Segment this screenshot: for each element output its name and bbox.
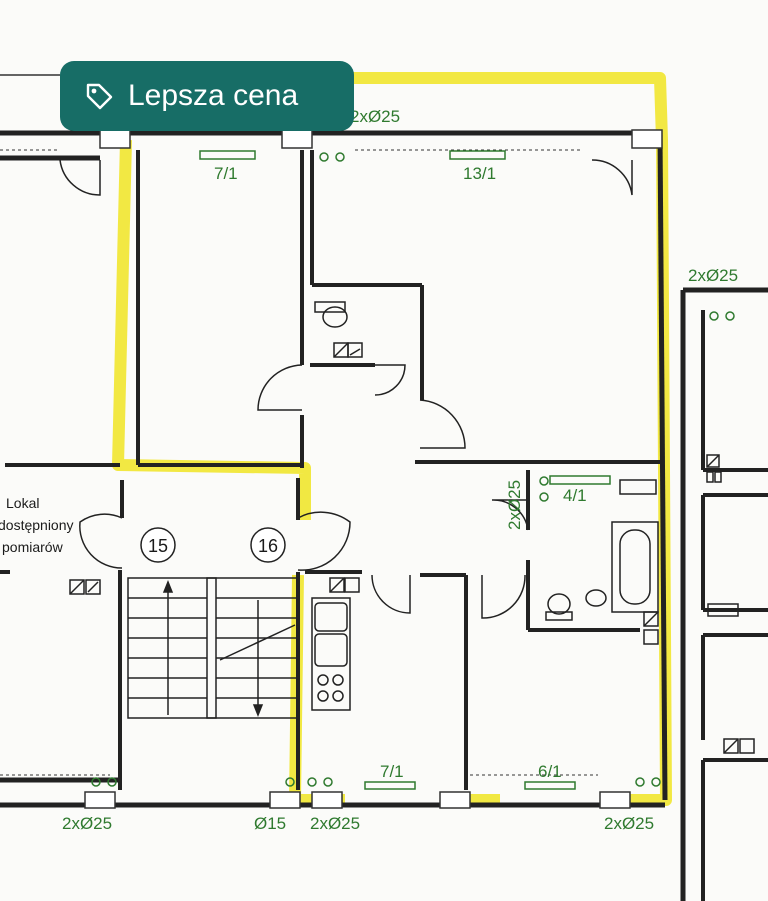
neighbour-rooms bbox=[701, 310, 768, 901]
label-top-center: 2xØ25 bbox=[350, 107, 400, 126]
bottom-windows bbox=[84, 781, 631, 809]
side-note-line3: pomiarów bbox=[2, 539, 64, 555]
label-bottom-center: 2xØ25 bbox=[310, 814, 360, 833]
label-bottom-kitchen-window: 7/1 bbox=[380, 762, 404, 781]
kitchen-fixtures bbox=[311, 577, 360, 711]
label-right-wall: 2xØ25 bbox=[688, 266, 738, 285]
stair-number-16: 16 bbox=[258, 536, 278, 556]
label-bathroom-window: 4/1 bbox=[563, 486, 587, 505]
label-bottom-left: 2xØ25 bbox=[62, 814, 112, 833]
label-top-right-window: 13/1 bbox=[463, 164, 496, 183]
stair-number-15: 15 bbox=[148, 536, 168, 556]
wc-fixture bbox=[314, 301, 363, 358]
side-note-line2: dostępniony bbox=[0, 517, 74, 533]
price-tag-icon bbox=[84, 81, 114, 111]
door-swings bbox=[79, 364, 529, 619]
interior-walls bbox=[0, 150, 660, 790]
vent-markers bbox=[91, 152, 735, 787]
staircase bbox=[127, 577, 299, 719]
badge-label: Lepsza cena bbox=[128, 79, 299, 112]
bathroom-fixtures bbox=[545, 479, 659, 645]
price-badge[interactable]: Lepsza cena bbox=[60, 61, 354, 131]
label-bottom-right: 2xØ25 bbox=[604, 814, 654, 833]
label-bottom-room-window: 6/1 bbox=[538, 762, 562, 781]
stair-markers bbox=[140, 527, 286, 563]
side-note-line1: Lokal bbox=[6, 495, 39, 511]
label-bottom-duct: Ø15 bbox=[254, 814, 286, 833]
label-bathroom-duct: 2xØ25 bbox=[505, 480, 524, 530]
label-top-left-window: 7/1 bbox=[214, 164, 238, 183]
